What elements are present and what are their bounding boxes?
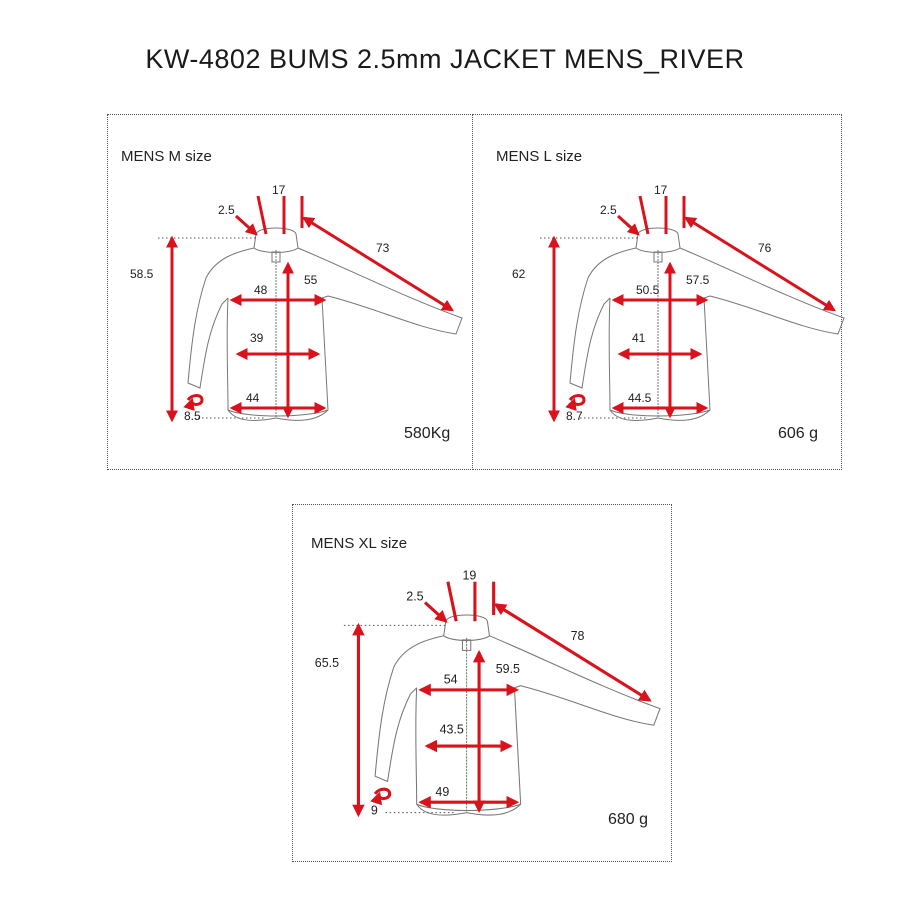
collar-height-arrow [616,214,640,236]
waist-label: 39 [250,331,264,345]
page-title: KW-4802 BUMS 2.5mm JACKET MENS_RIVER [145,44,745,74]
dimension-arrows [352,580,653,817]
dimension-arrows [548,195,837,423]
cuff-label: 8.7 [566,409,583,423]
weight-m: 580Kg [404,425,451,442]
cuff-circle-arrow [183,394,204,411]
neck-label: 19 [463,568,477,582]
neck-width-line [638,195,650,235]
sleeve-label: 76 [758,241,772,255]
chest-label: 50.5 [636,283,660,297]
jacket-outline [569,227,845,421]
sleeve-label: 78 [571,629,585,643]
size-label-l: MENS L size [496,148,583,165]
center-label: 59.5 [496,662,520,676]
center-label: 55 [304,273,318,287]
jacket-diagram-xl: 19 2.5 78 65.5 59.5 54 43.5 49 9 [315,568,662,817]
jacket-outline [374,614,662,816]
chest-label: 54 [444,672,458,686]
panel-mens-xl [292,504,672,862]
neck-width-line [256,195,268,235]
panel-mens-l [472,114,842,470]
neck-width-line [446,580,459,622]
cuff-circle-arrow [565,394,586,411]
collar-height-arrow [234,214,258,236]
collar-height-arrow [424,600,449,623]
jacket-outline [187,227,463,421]
length-label: 62 [512,267,526,281]
size-label-xl: MENS XL size [311,535,408,552]
waist-label: 41 [632,331,646,345]
hem-label: 49 [436,785,450,799]
length-label: 58.5 [130,267,154,281]
sleeve-length-arrow [493,602,653,702]
collar-label: 2.5 [218,203,235,217]
jacket-diagram-l: 17 2.5 76 62 57.5 50.5 41 44.5 8.7 [512,183,845,423]
sleeve-length-arrow [301,216,455,312]
collar-label: 2.5 [600,203,617,217]
sleeve-label: 73 [376,241,390,255]
collar-label: 2.5 [407,589,424,603]
hem-label: 44 [246,391,260,405]
jacket-diagram-m: 17 2.5 73 58.5 55 48 39 44 8.5 [130,183,463,423]
cuff-label: 9 [371,803,378,817]
weight-l: 606 g [778,425,819,442]
neck-label: 17 [654,183,668,197]
length-label: 65.5 [315,656,339,670]
waist-label: 43.5 [440,722,464,736]
sleeve-length-arrow [683,216,837,312]
hem-label: 44.5 [628,391,652,405]
cuff-label: 8.5 [184,409,201,423]
size-label-m: MENS M size [121,148,212,165]
chest-label: 48 [254,283,268,297]
neck-label: 17 [272,183,286,197]
center-label: 57.5 [686,273,710,287]
weight-xl: 680 g [608,811,649,828]
dimension-arrows [166,195,455,423]
cuff-circle-arrow [370,787,392,805]
